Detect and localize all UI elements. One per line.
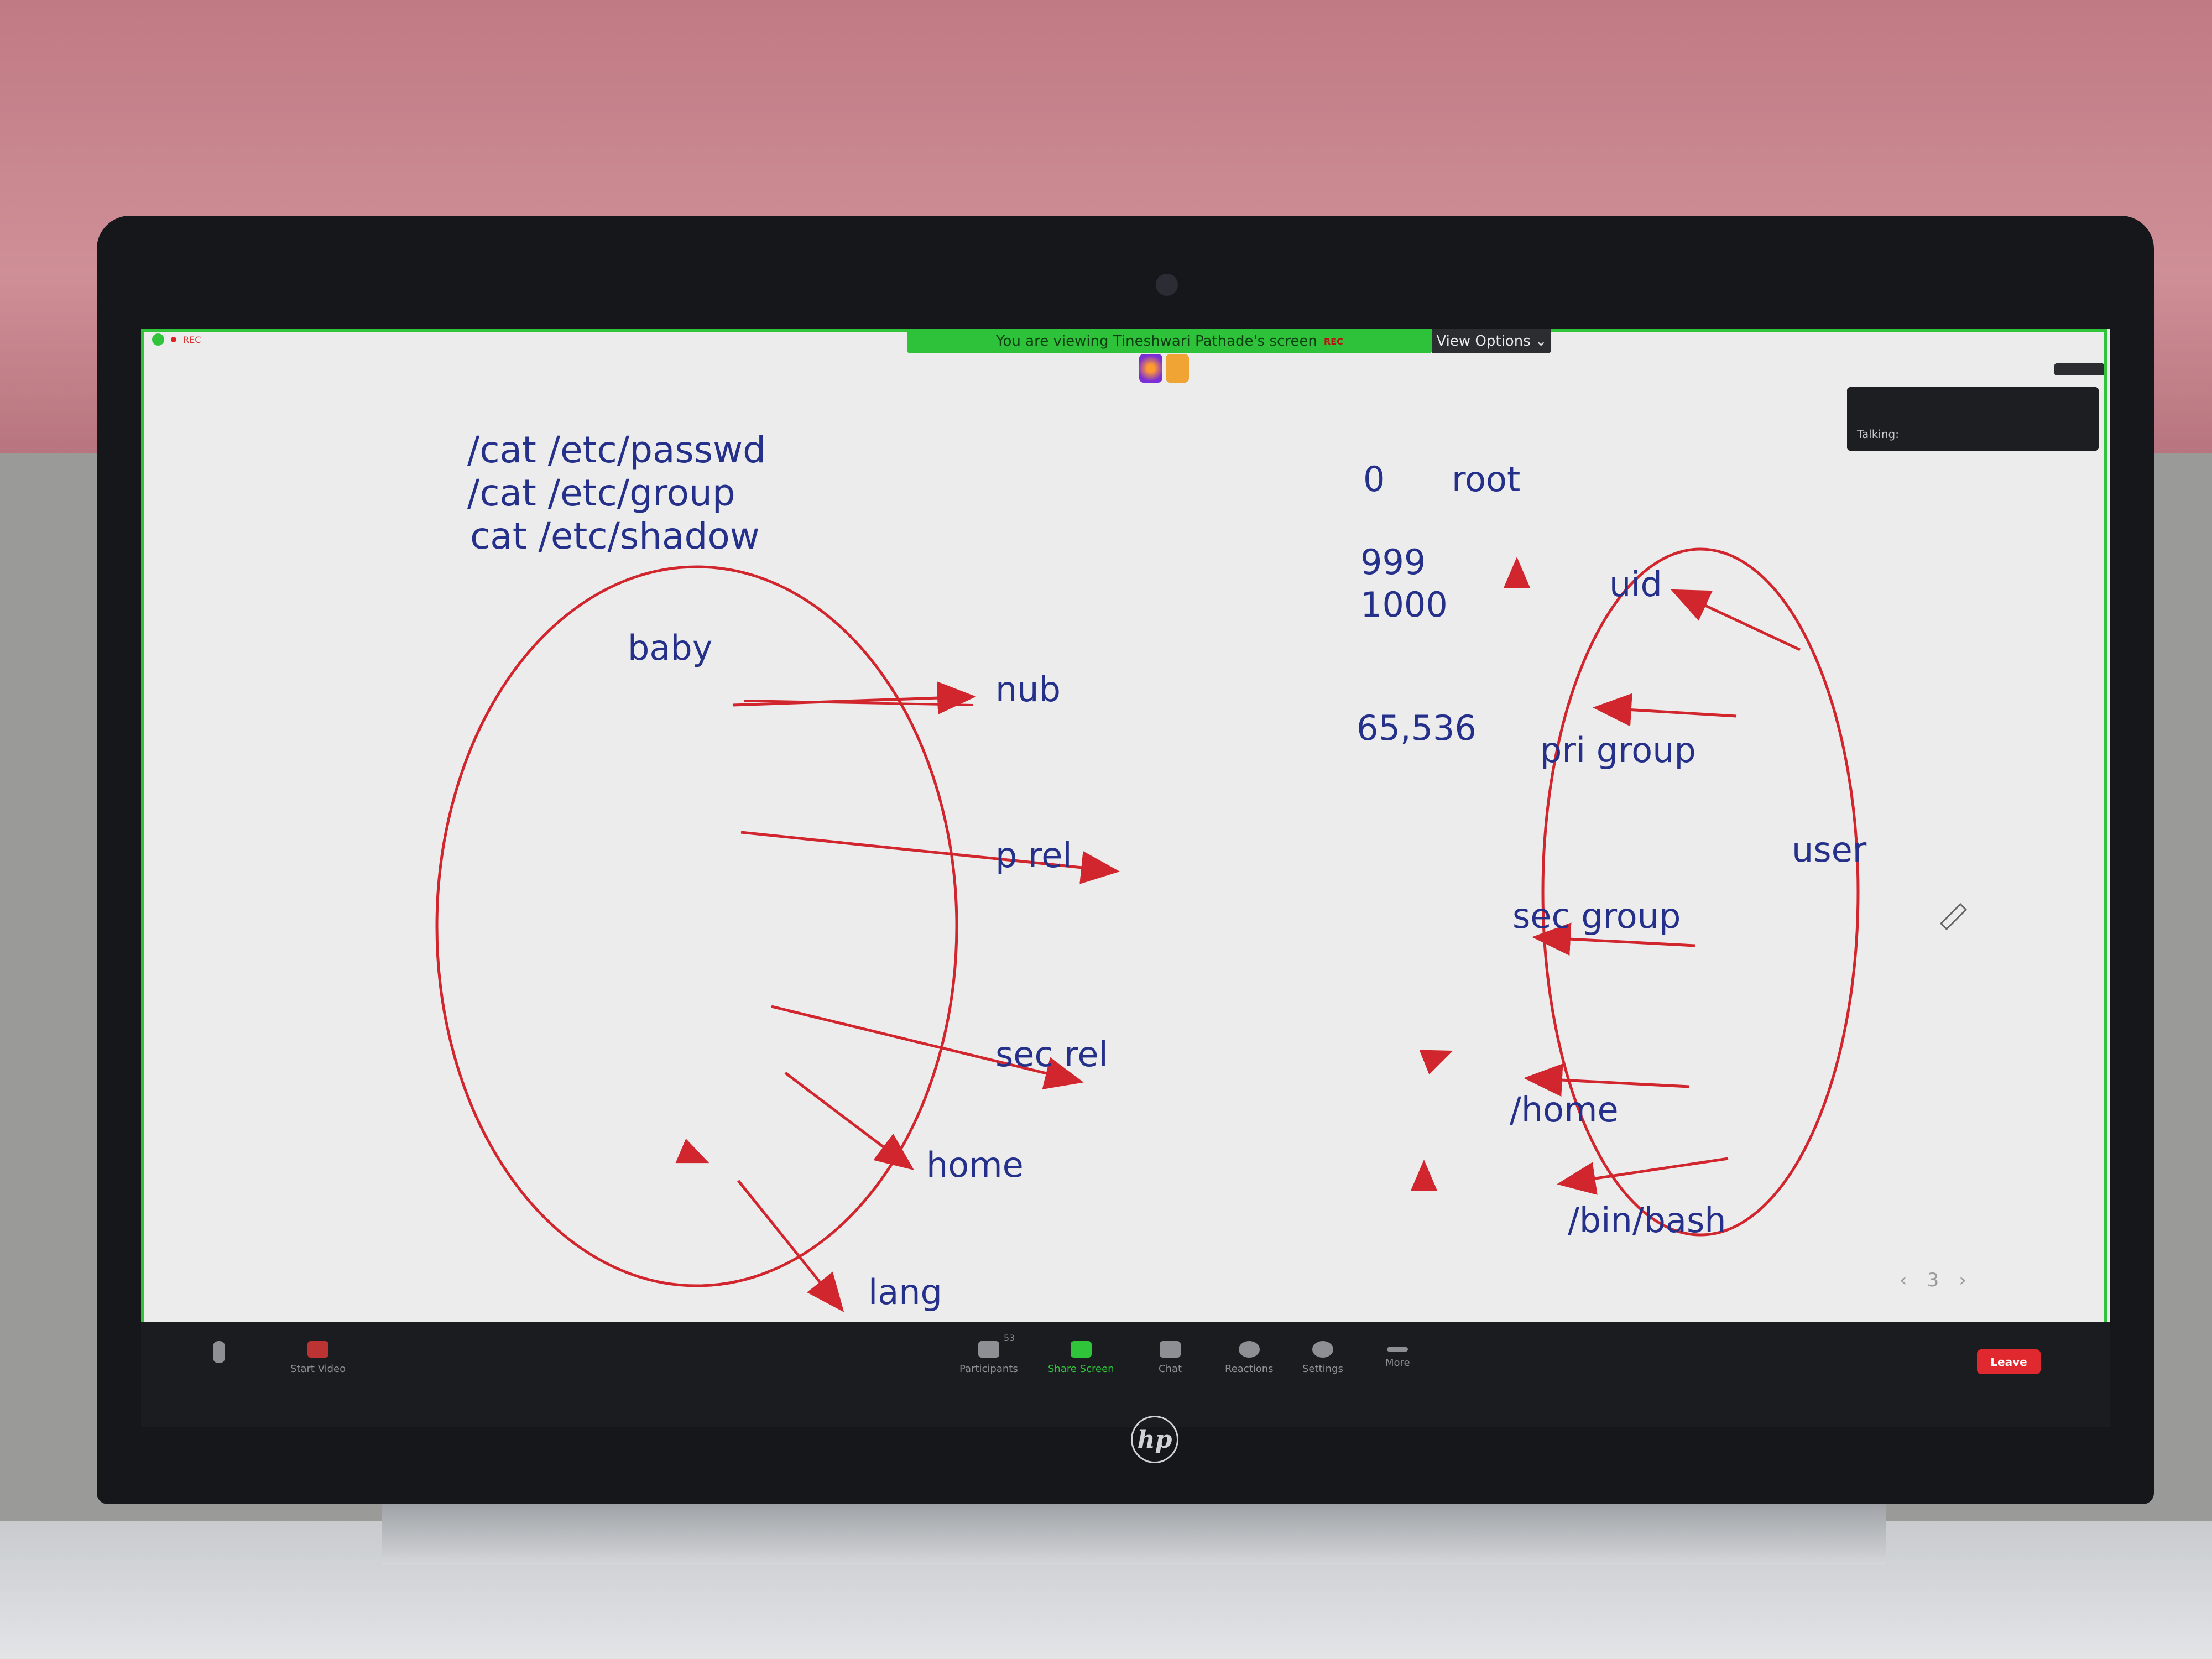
view-options-button[interactable]: View Options ⌄ xyxy=(1432,329,1551,353)
share-screen-button[interactable]: Share Screen xyxy=(1048,1341,1114,1375)
label-root: root xyxy=(1452,459,1521,499)
share-screen-icon xyxy=(1070,1341,1092,1358)
firefox-icon xyxy=(1139,354,1162,383)
arrow-pri-group xyxy=(1593,693,1737,727)
zoom-toolbar: Start Video Participants 53 Share Screen… xyxy=(141,1322,2110,1427)
video-label: Start Video xyxy=(290,1363,346,1375)
arrow-home xyxy=(784,1072,914,1171)
label-nub: nub xyxy=(995,669,1061,709)
label-baby: baby xyxy=(628,628,713,668)
view-options-label: View Options xyxy=(1436,333,1531,349)
recording-label: REC xyxy=(183,334,201,345)
label-user: user xyxy=(1792,830,1867,870)
settings-label: Settings xyxy=(1302,1363,1343,1375)
number-999: 999 xyxy=(1360,542,1426,582)
start-video-button[interactable]: Start Video xyxy=(290,1341,346,1375)
command-passwd: /cat /etc/passwd xyxy=(467,429,766,471)
video-off-icon xyxy=(307,1341,329,1358)
label-sec-group: sec group xyxy=(1512,896,1681,936)
participants-icon xyxy=(978,1341,999,1358)
more-button[interactable]: More xyxy=(1385,1341,1410,1369)
arrow-stray-left xyxy=(675,1139,709,1164)
participants-label: Participants xyxy=(959,1363,1018,1375)
label-home-dir: /home xyxy=(1510,1089,1619,1130)
arrow-stray-mid xyxy=(1419,1050,1453,1075)
record-dot-icon xyxy=(171,337,176,342)
reactions-button[interactable]: Reactions xyxy=(1225,1341,1274,1375)
talking-indicator: Talking: xyxy=(1847,387,2099,451)
label-uid: uid xyxy=(1609,564,1662,604)
chat-icon xyxy=(1160,1341,1181,1358)
arrow-nub xyxy=(732,681,976,715)
left-ellipse xyxy=(435,565,958,1287)
mute-button[interactable] xyxy=(213,1341,225,1369)
microphone-icon xyxy=(1166,354,1189,383)
arrow-home-right xyxy=(1524,1063,1690,1097)
page-navigator: ‹ 3 › xyxy=(1900,1269,1966,1291)
number-0: 0 xyxy=(1363,459,1385,499)
participants-count: 53 xyxy=(1004,1333,1015,1343)
label-pri-group: pri group xyxy=(1540,730,1696,770)
reactions-icon xyxy=(1238,1341,1260,1358)
label-lang: lang xyxy=(868,1272,942,1312)
leave-button[interactable]: Leave xyxy=(1977,1349,2041,1374)
chat-button[interactable]: Chat xyxy=(1159,1341,1182,1375)
viewing-screen-banner: You are viewing Tineshwari Pathade's scr… xyxy=(907,329,1432,353)
right-ellipse xyxy=(1541,547,1860,1237)
next-page-button[interactable]: › xyxy=(1959,1269,1966,1291)
hp-logo: hp xyxy=(1131,1416,1178,1463)
laptop-screen: /cat /etc/passwd /cat /etc/group cat /et… xyxy=(141,329,2110,1352)
zoom-top-bar: REC You are viewing Tineshwari Pathade's… xyxy=(141,329,2110,383)
pencil-icon xyxy=(1939,902,1968,931)
hp-logo-text: hp xyxy=(1137,1425,1172,1454)
shield-icon[interactable] xyxy=(152,333,164,346)
reactions-label: Reactions xyxy=(1225,1363,1274,1375)
arrow-sec-group xyxy=(1532,922,1695,956)
banner-text: You are viewing Tineshwari Pathade's scr… xyxy=(996,333,1317,349)
arrow-uid xyxy=(1670,589,1801,651)
arrow-nub-2 xyxy=(743,700,974,706)
talking-label: Talking: xyxy=(1857,427,1899,441)
command-group: /cat /etc/group xyxy=(467,472,735,514)
whiteboard-canvas: /cat /etc/passwd /cat /etc/group cat /et… xyxy=(141,329,2110,1352)
microphone-muted-icon xyxy=(213,1341,225,1363)
settings-button[interactable]: Settings xyxy=(1302,1341,1343,1375)
chevron-down-icon: ⌄ xyxy=(1535,333,1547,349)
label-p-rel: p rel xyxy=(995,835,1072,875)
participants-button[interactable]: Participants xyxy=(959,1341,1018,1375)
whiteboard-drawings xyxy=(435,547,1968,1312)
label-bin-bash: /bin/bash xyxy=(1568,1200,1726,1240)
gear-icon xyxy=(1312,1341,1333,1358)
prev-page-button[interactable]: ‹ xyxy=(1900,1269,1907,1291)
share-screen-label: Share Screen xyxy=(1048,1363,1114,1375)
more-icon xyxy=(1387,1347,1408,1352)
banner-rec-label: REC xyxy=(1323,336,1343,347)
number-1000: 1000 xyxy=(1360,585,1448,625)
page-number: 3 xyxy=(1927,1269,1939,1291)
arrow-bin-bash xyxy=(1557,1157,1729,1195)
shared-app-icons xyxy=(1139,354,1189,383)
chat-label: Chat xyxy=(1159,1363,1182,1375)
arrow-lang xyxy=(737,1180,844,1312)
arrow-p-rel xyxy=(740,831,1120,884)
recording-indicator: REC xyxy=(152,331,201,348)
label-sec-rel: sec rel xyxy=(995,1034,1108,1074)
arrow-sec-rel xyxy=(771,1005,1084,1089)
minimize-view-button[interactable] xyxy=(2054,363,2104,375)
command-shadow: cat /etc/shadow xyxy=(470,515,760,557)
webcam-icon xyxy=(1156,274,1178,296)
number-65536: 65,536 xyxy=(1357,708,1477,748)
laptop-hinge xyxy=(382,1504,1886,1565)
label-home: home xyxy=(926,1145,1024,1185)
more-label: More xyxy=(1385,1357,1410,1369)
